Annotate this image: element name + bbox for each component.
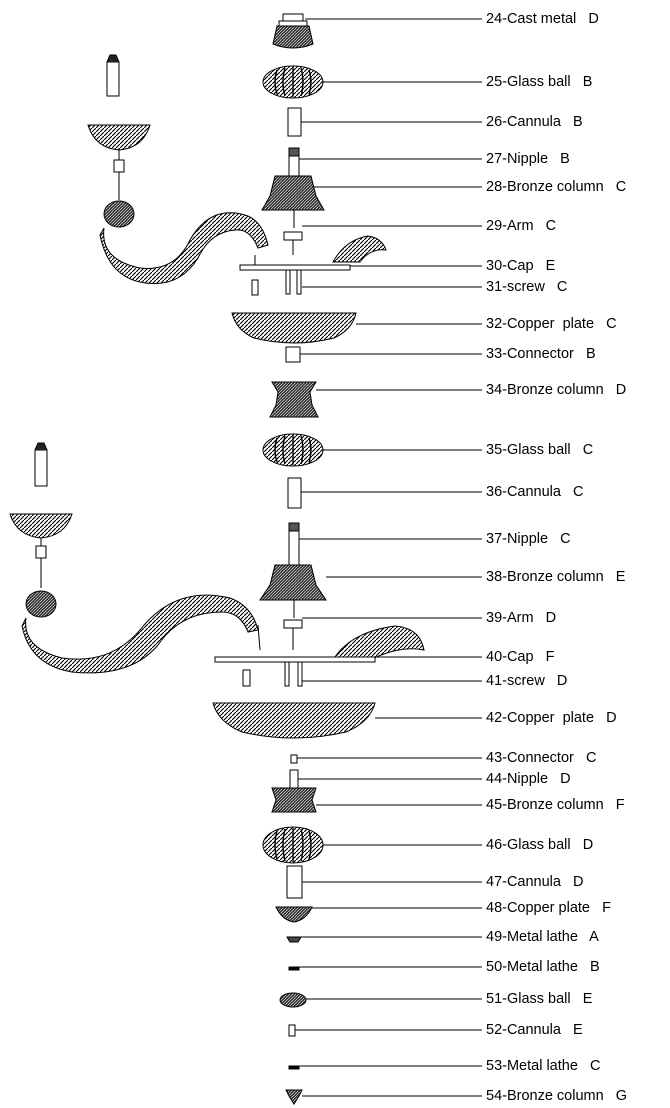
screws-31 — [251, 269, 302, 296]
glass-ball-51 — [279, 992, 307, 1008]
part-label-33: 33-Connector B — [486, 346, 596, 362]
cap-30 — [239, 255, 351, 271]
bobeche-upper-left — [87, 124, 151, 173]
bronze-column-28 — [261, 147, 325, 228]
connector-43 — [290, 754, 298, 764]
part-label-48: 48-Copper plate F — [486, 900, 611, 916]
part-label-38: 38-Bronze column E — [486, 569, 626, 585]
part-label-24: 24-Cast metal D — [486, 11, 599, 27]
bronze-column-34 — [269, 381, 319, 418]
part-label-53: 53-Metal lathe C — [486, 1058, 601, 1074]
cannula-36 — [287, 477, 302, 509]
cap-40 — [214, 656, 376, 663]
part-label-34: 34-Bronze column D — [486, 382, 627, 398]
part-label-44: 44-Nipple D — [486, 771, 571, 787]
part-label-37: 37-Nipple C — [486, 531, 571, 547]
metal-lathe-50 — [288, 966, 300, 971]
part-label-54: 54-Bronze column G — [486, 1088, 628, 1104]
part-label-49: 49-Metal lathe A — [486, 929, 599, 945]
cast-metal-24 — [272, 13, 314, 49]
arm-39 — [21, 558, 425, 674]
part-label-31: 31-screw C — [486, 279, 568, 295]
candle-upper-left — [106, 54, 120, 97]
arm-29 — [99, 172, 387, 285]
part-label-26: 26-Cannula B — [486, 114, 583, 130]
part-label-47: 47-Cannula D — [486, 874, 584, 890]
part-label-39: 39-Arm D — [486, 610, 557, 626]
glass-ball-25 — [262, 65, 324, 99]
copper-plate-42 — [212, 702, 376, 739]
metal-lathe-53 — [288, 1065, 300, 1070]
part-label-45: 45-Bronze column F — [486, 797, 625, 813]
part-label-32: 32-Copper plate C — [486, 316, 617, 332]
metal-lathe-49 — [286, 936, 302, 943]
part-label-50: 50-Metal lathe B — [486, 959, 600, 975]
part-label-51: 51-Glass ball E — [486, 991, 593, 1007]
part-label-30: 30-Cap E — [486, 258, 556, 274]
part-label-40: 40-Cap F — [486, 649, 555, 665]
part-label-43: 43-Connector C — [486, 750, 597, 766]
screws-41 — [242, 661, 303, 687]
part-label-27: 27-Nipple B — [486, 151, 570, 167]
part-label-28: 28-Bronze column C — [486, 179, 627, 195]
part-label-29: 29-Arm C — [486, 218, 557, 234]
bronze-column-38 — [259, 522, 327, 618]
part-label-36: 36-Cannula C — [486, 484, 584, 500]
part-label-42: 42-Copper plate D — [486, 710, 617, 726]
part-label-25: 25-Glass ball B — [486, 74, 593, 90]
candle-lower-left — [34, 442, 48, 487]
copper-plate-32 — [231, 312, 357, 344]
part-label-52: 52-Cannula E — [486, 1022, 583, 1038]
copper-plate-48 — [275, 906, 313, 923]
part-label-35: 35-Glass ball C — [486, 442, 594, 458]
part-label-46: 46-Glass ball D — [486, 837, 594, 853]
part-label-41: 41-screw D — [486, 673, 568, 689]
bronze-column-54 — [285, 1089, 303, 1105]
